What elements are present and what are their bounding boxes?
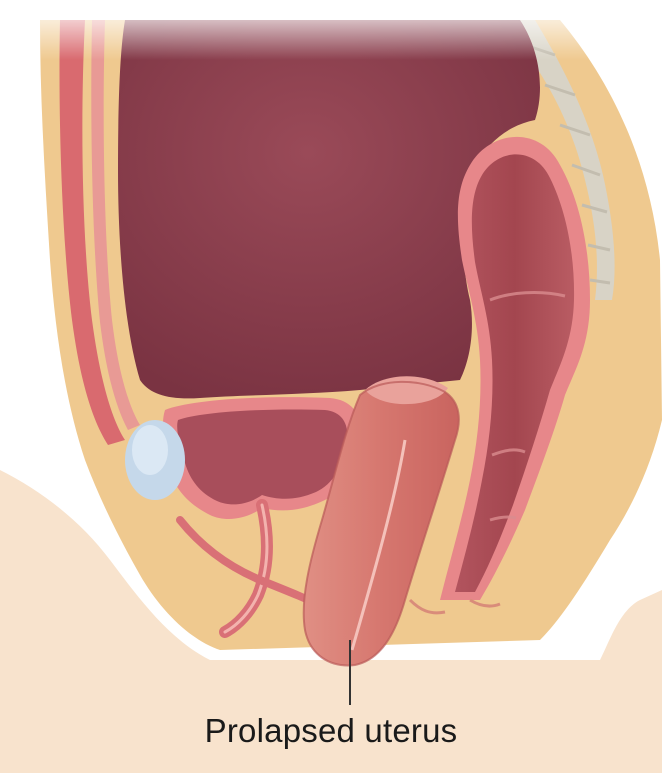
top-fade xyxy=(0,0,662,60)
prolapsed-uterus-label: Prolapsed uterus xyxy=(0,712,662,750)
pubic-bone-highlight xyxy=(132,425,168,475)
